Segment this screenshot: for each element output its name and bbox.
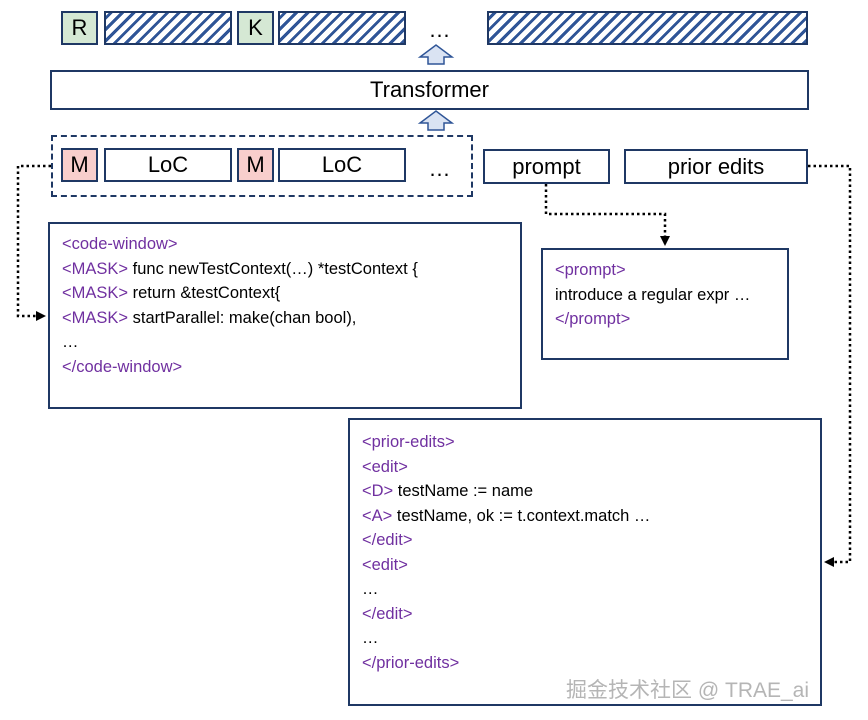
- prior-edits-line: <A> testName, ok := t.context.match …: [362, 506, 651, 525]
- code-line: …: [62, 333, 79, 351]
- prior-edits-connector: [808, 164, 852, 567]
- prompt-line: </prompt>: [555, 310, 631, 328]
- output-ellipsis: …: [428, 17, 452, 42]
- loc-token-label: LoC: [147, 152, 189, 177]
- prior-edits-line: <D> testName := name: [362, 482, 534, 500]
- prior-edits-line: <edit>: [362, 457, 408, 476]
- prior-edits-line: …: [362, 580, 379, 598]
- code-window-connector: [16, 164, 51, 321]
- loc-token: LoC: [104, 148, 232, 182]
- prior-edits-token: prior edits: [624, 149, 808, 184]
- output-hatched-block: [104, 11, 232, 45]
- input-ellipsis: …: [428, 156, 452, 181]
- prompt-line: <prompt>: [555, 261, 626, 279]
- output-token-k: K: [237, 11, 274, 45]
- code-line: </code-window>: [62, 357, 183, 376]
- up-arrow-icon: [417, 44, 455, 65]
- prompt-token-label: prompt: [512, 153, 581, 179]
- output-hatched-block: [487, 11, 808, 45]
- code-line: <MASK> func newTestContext(…) *testConte…: [62, 259, 418, 278]
- prior-edits-line: </edit>: [362, 531, 413, 549]
- prompt-box: <prompt> introduce a regular expr … </pr…: [541, 248, 789, 360]
- prior-edits-line: <prior-edits>: [362, 433, 455, 451]
- up-arrow-icon: [417, 110, 455, 131]
- code-window-input-group: [51, 135, 473, 197]
- code-line: <MASK> return &testContext{: [62, 284, 281, 302]
- prompt-connector: [544, 184, 670, 246]
- output-token-r: R: [61, 11, 98, 45]
- transformer-block: Transformer: [50, 70, 809, 110]
- prior-edits-token-label: prior edits: [667, 153, 765, 179]
- mask-token: M: [237, 148, 274, 182]
- prompt-line: introduce a regular expr …: [555, 285, 751, 304]
- prior-edits-line: <edit>: [362, 555, 408, 574]
- prior-edits-line: …: [362, 629, 379, 647]
- output-token-label: K: [248, 15, 263, 40]
- loc-token: LoC: [278, 148, 406, 182]
- mask-token-label: M: [246, 152, 265, 177]
- transformer-label: Transformer: [370, 77, 489, 102]
- prior-edits-line: </prior-edits>: [362, 653, 460, 672]
- prompt-token: prompt: [483, 149, 610, 184]
- loc-token-label: LoC: [321, 152, 363, 177]
- watermark-text: 掘金技术社区 @ TRAE_ai: [566, 679, 810, 702]
- code-window-box: <code-window> <MASK> func newTestContext…: [48, 222, 522, 409]
- prior-edits-line: </edit>: [362, 604, 413, 623]
- prior-edits-box: <prior-edits> <edit> <D> testName := nam…: [348, 418, 822, 706]
- mask-token-label: M: [70, 152, 89, 177]
- code-line: <code-window>: [62, 235, 178, 253]
- output-token-label: R: [71, 15, 88, 40]
- output-hatched-block: [278, 11, 406, 45]
- mask-token: M: [61, 148, 98, 182]
- code-line: <MASK> startParallel: make(chan bool),: [62, 308, 357, 327]
